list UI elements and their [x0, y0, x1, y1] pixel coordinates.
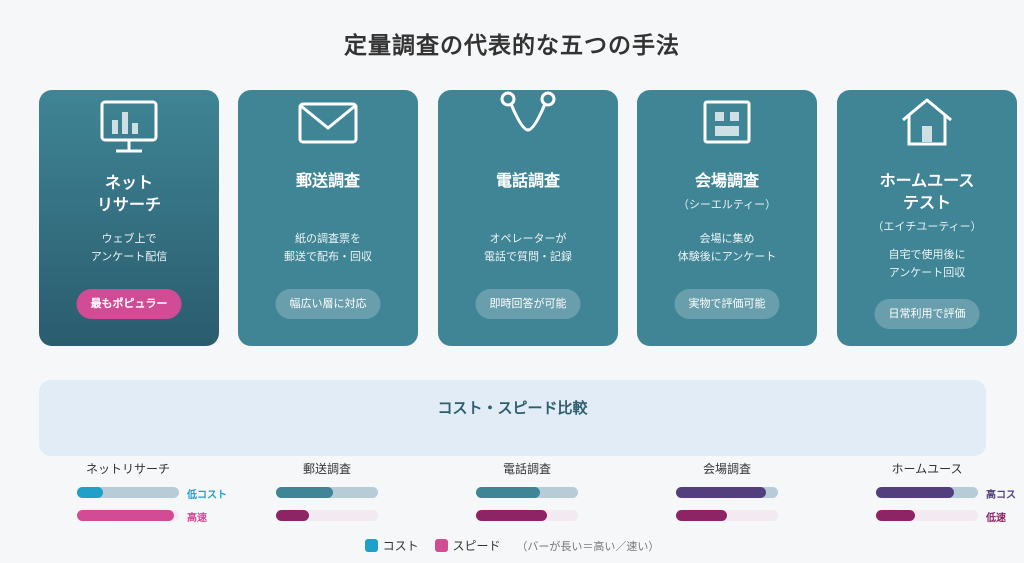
comparison-column-label: ネットリサーチ — [85, 462, 170, 476]
method-description: 紙の調査票を 郵送で配布・回収 — [284, 232, 372, 263]
method-name: 会場調査 — [694, 171, 759, 190]
cost-bar-fill — [276, 487, 333, 498]
comparison-column-label: ホームユース — [891, 462, 963, 476]
speed-bar-track — [276, 510, 378, 521]
speed-bar-track — [676, 510, 778, 521]
cost-bar-fill — [676, 487, 766, 498]
method-card: ホームユース テスト （エイチユーティー） 自宅で使用後に アンケート回収日常利用で… — [837, 90, 1017, 346]
method-description: 自宅で使用後に アンケート回収 — [888, 248, 966, 279]
method-badge: 日常利用で評価 — [874, 299, 980, 329]
cost-bar-fill — [876, 487, 954, 498]
method-card: 郵送調査紙の調査票を 郵送で配布・回収幅広い層に対応 — [238, 90, 418, 346]
building-icon — [699, 96, 755, 152]
speed-bar-tag: 高速 — [187, 513, 207, 524]
method-reading: （エイチユーティー） — [872, 220, 982, 233]
cost-bar-track — [276, 487, 378, 498]
cost-bar-track — [476, 487, 578, 498]
comparison-title: コスト・スピード比較 — [437, 399, 588, 417]
speed-bar-fill — [276, 510, 309, 521]
comparison-column-label: 会場調査 — [702, 462, 751, 476]
cost-bar-track — [77, 487, 179, 498]
speed-bar-track — [77, 510, 179, 521]
speed-bar-fill — [876, 510, 915, 521]
legend: コスト スピード （バーが長い＝高い／速い） — [0, 537, 1024, 554]
legend-note: （バーが長い＝高い／速い） — [516, 540, 660, 553]
method-card: 会場調査 （シーエルティー） 会場に集め 体験後にアンケート実物で評価可能 — [637, 90, 817, 346]
legend-speed-label: スピード — [452, 539, 501, 553]
method-badge: 最もポピュラー — [76, 289, 182, 319]
comparison-panel: コスト・スピード比較 — [39, 380, 986, 456]
envelope-icon — [296, 98, 360, 152]
method-card: ネット リサーチウェブ上で アンケート配信最もポピュラー — [39, 90, 219, 346]
speed-bar-fill — [676, 510, 727, 521]
speed-bar-track — [876, 510, 978, 521]
cost-bar-track — [876, 487, 978, 498]
method-name: ネット リサーチ — [96, 173, 161, 214]
legend-cost-swatch — [364, 539, 378, 552]
method-name: 郵送調査 — [295, 171, 360, 190]
cost-bar-track — [676, 487, 778, 498]
monitor-chart-icon — [98, 98, 160, 164]
phone-icon — [496, 90, 560, 140]
speed-bar-track — [476, 510, 578, 521]
legend-speed: スピード — [434, 539, 501, 553]
method-reading: （シーエルティー） — [677, 198, 777, 211]
legend-cost: コスト — [364, 539, 419, 553]
method-description: 会場に集め 体験後にアンケート — [677, 232, 777, 263]
method-badge: 即時回答が可能 — [475, 289, 581, 319]
method-badge: 幅広い層に対応 — [275, 289, 381, 319]
cost-bar-tag: 高コス — [986, 490, 1016, 501]
cost-bar-tag: 低コスト — [187, 490, 227, 501]
comparison-column-label: 郵送調査 — [302, 462, 351, 476]
house-icon — [897, 94, 957, 154]
method-card: 電話調査オペレーターが 電話で質問・記録即時回答が可能 — [438, 90, 618, 346]
speed-bar-fill — [476, 510, 547, 521]
method-description: ウェブ上で アンケート配信 — [90, 232, 168, 263]
cost-bar-fill — [476, 487, 540, 498]
method-description: オペレーターが 電話で質問・記録 — [484, 232, 572, 263]
comparison-column-label: 電話調査 — [502, 462, 551, 476]
speed-bar-fill — [77, 510, 174, 521]
page-title: 定量調査の代表的な五つの手法 — [344, 33, 680, 59]
method-badge: 実物で評価可能 — [674, 289, 780, 319]
method-name: ホームユース テスト — [879, 171, 975, 212]
cost-bar-fill — [77, 487, 103, 498]
speed-bar-tag: 低速 — [986, 513, 1006, 524]
legend-cost-label: コスト — [382, 539, 419, 553]
legend-speed-swatch — [434, 539, 448, 552]
method-name: 電話調査 — [495, 171, 560, 190]
